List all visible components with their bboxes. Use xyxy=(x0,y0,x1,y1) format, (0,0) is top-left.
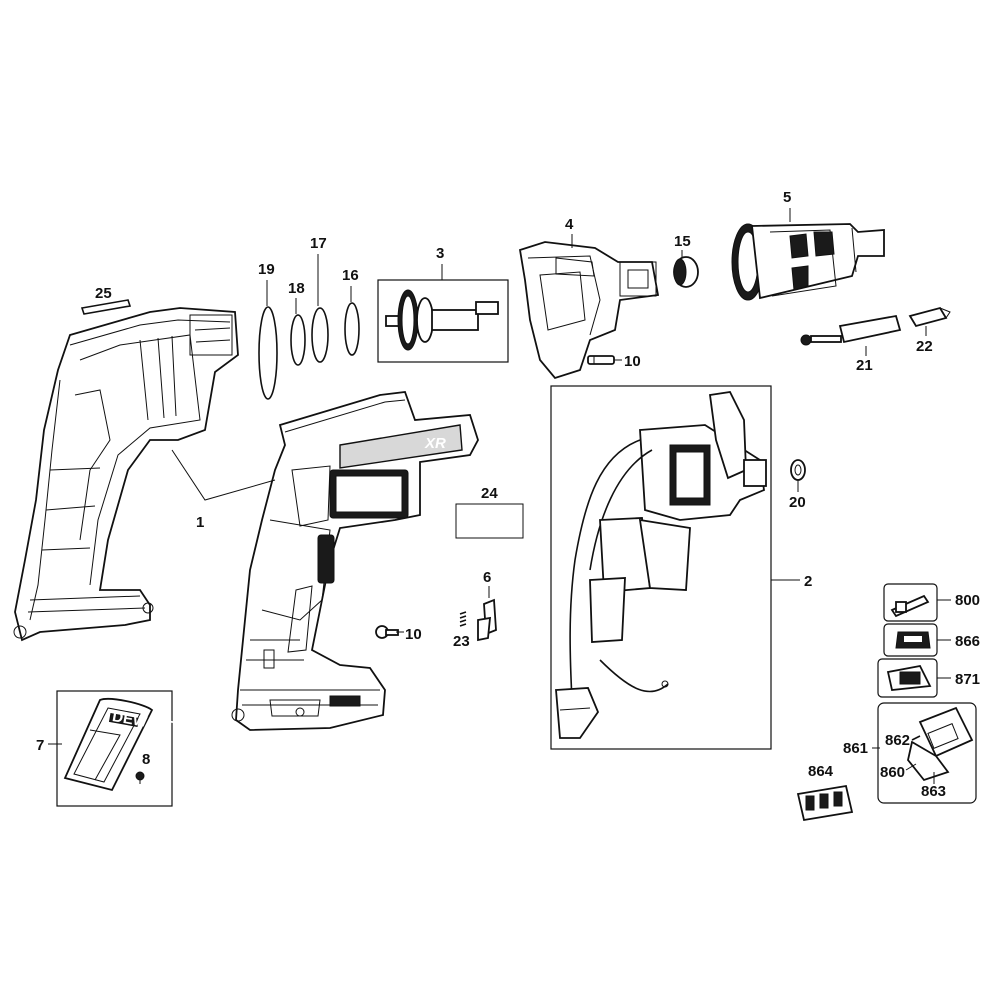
callout-5: 5 xyxy=(783,189,791,206)
callout-862: 862 xyxy=(885,732,910,749)
part-800-box xyxy=(883,583,938,622)
callout-861: 861 xyxy=(843,740,868,757)
callout-23: 23 xyxy=(453,633,470,650)
callout-24: 24 xyxy=(481,485,498,502)
callout-6: 6 xyxy=(483,569,491,586)
part-800-bit-accessory[interactable] xyxy=(890,594,930,618)
part-866-charger[interactable] xyxy=(895,631,931,649)
part-22-bit[interactable] xyxy=(908,306,951,328)
part-15-bushing[interactable] xyxy=(673,256,699,288)
part-5-nosecone[interactable] xyxy=(731,223,885,301)
callout-10-bottom: 10 xyxy=(405,626,422,643)
callout-16: 16 xyxy=(342,267,359,284)
callout-8: 8 xyxy=(142,751,150,768)
callout-17: 17 xyxy=(310,235,327,252)
part-2-motor-switch-assembly[interactable] xyxy=(555,391,767,739)
leader-860 xyxy=(905,763,917,771)
part-18-washer[interactable] xyxy=(290,314,306,366)
part-871-battery[interactable] xyxy=(886,664,932,691)
part-6-trigger-link[interactable] xyxy=(477,598,497,642)
part-4-gear-housing[interactable] xyxy=(518,241,660,380)
part-23-spring[interactable] xyxy=(459,611,467,627)
callout-21: 21 xyxy=(856,357,873,374)
callout-2: 2 xyxy=(804,573,812,590)
part-10-screw-bottom[interactable] xyxy=(375,625,399,639)
part-16-disc[interactable] xyxy=(344,302,360,356)
part-19-o-ring[interactable] xyxy=(258,306,278,400)
callout-25: 25 xyxy=(95,285,112,302)
part-3-spindle-assembly[interactable] xyxy=(385,289,499,351)
callout-22: 22 xyxy=(916,338,933,355)
callout-866: 866 xyxy=(955,633,980,650)
callout-863: 863 xyxy=(921,783,946,800)
callout-18: 18 xyxy=(288,280,305,297)
part-864-bit-holder-insert[interactable] xyxy=(796,784,854,822)
leader-1 xyxy=(171,449,276,501)
part-20-nut[interactable] xyxy=(790,459,806,481)
callout-800: 800 xyxy=(955,592,980,609)
part-17-ring[interactable] xyxy=(311,307,329,363)
callout-4: 4 xyxy=(565,216,574,233)
part-1-left-housing-half[interactable] xyxy=(13,307,239,642)
callout-20: 20 xyxy=(789,494,806,511)
part-3-box xyxy=(377,279,509,363)
part-1-right-housing-half[interactable]: XR xyxy=(231,391,479,731)
part-862-insert[interactable] xyxy=(911,735,921,741)
part-2-box xyxy=(550,385,772,750)
callout-860: 860 xyxy=(880,764,905,781)
callout-1: 1 xyxy=(196,514,204,531)
part-7-box xyxy=(56,690,173,807)
callout-19: 19 xyxy=(258,261,275,278)
xr-badge-text: XR xyxy=(424,435,446,452)
part-7-belt-clip[interactable] xyxy=(63,698,154,792)
part-10-screw-top[interactable] xyxy=(587,355,615,365)
part-24-label[interactable] xyxy=(455,503,524,539)
callout-15: 15 xyxy=(674,233,691,250)
part-21-bit-holder[interactable] xyxy=(800,314,902,346)
part-8-clip-screw[interactable] xyxy=(135,771,145,784)
callout-864: 864 xyxy=(808,763,834,780)
callout-871: 871 xyxy=(955,671,980,688)
part-860-case[interactable] xyxy=(907,706,974,782)
callout-10-top: 10 xyxy=(624,353,641,370)
callout-7: 7 xyxy=(36,737,44,754)
callout-3: 3 xyxy=(436,245,444,262)
part-861-box xyxy=(877,702,977,804)
part-25-label-plate[interactable] xyxy=(80,299,132,315)
